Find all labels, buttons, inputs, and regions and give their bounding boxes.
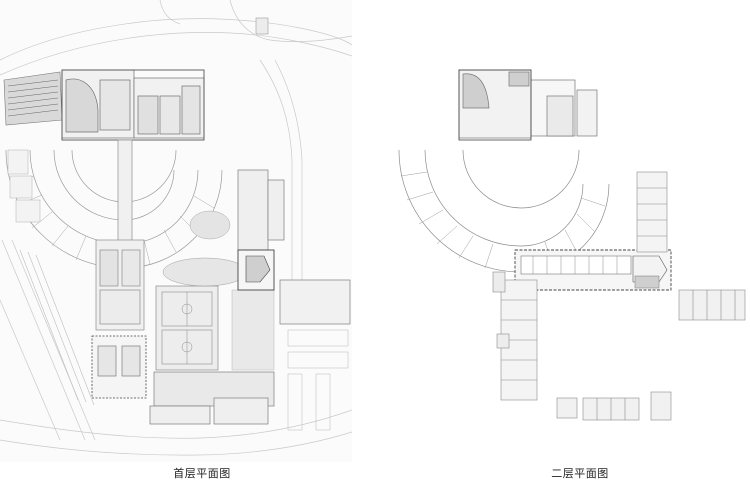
- ground-floor-plan: [0, 0, 352, 462]
- south-small-buildings: [496, 333, 672, 421]
- classroom-ring-rooms: [7, 149, 41, 223]
- ground-floor-caption: 首层平面图: [173, 467, 231, 480]
- sports-fields: [155, 210, 275, 371]
- gate-structure: [255, 17, 269, 35]
- second-floor-plan: [397, 0, 750, 462]
- parking-strip-left: [19, 249, 95, 406]
- main-building-outline: [61, 69, 205, 141]
- plan-background: [397, 0, 750, 462]
- east-cluster: [678, 289, 746, 321]
- ground-floor-drawing: [0, 0, 352, 462]
- classroom-ring-dividers: [400, 171, 606, 269]
- vertical-wing-east: [636, 171, 668, 253]
- site-terrain-lines: [0, 0, 352, 456]
- second-floor-drawing: [397, 0, 750, 462]
- central-corridor: [95, 139, 145, 331]
- hatched-block: [3, 71, 63, 126]
- classroom-ring-dividers: [9, 175, 215, 267]
- south-buildings: [91, 335, 275, 425]
- parking-grid-right: [287, 329, 349, 431]
- east-west-corridor: [514, 249, 672, 291]
- north-block-outline: [458, 69, 532, 141]
- main-building-north: [61, 69, 205, 139]
- north-block: [458, 69, 598, 139]
- second-floor-caption: 二层平面图: [551, 467, 609, 480]
- east-wing: [237, 169, 351, 325]
